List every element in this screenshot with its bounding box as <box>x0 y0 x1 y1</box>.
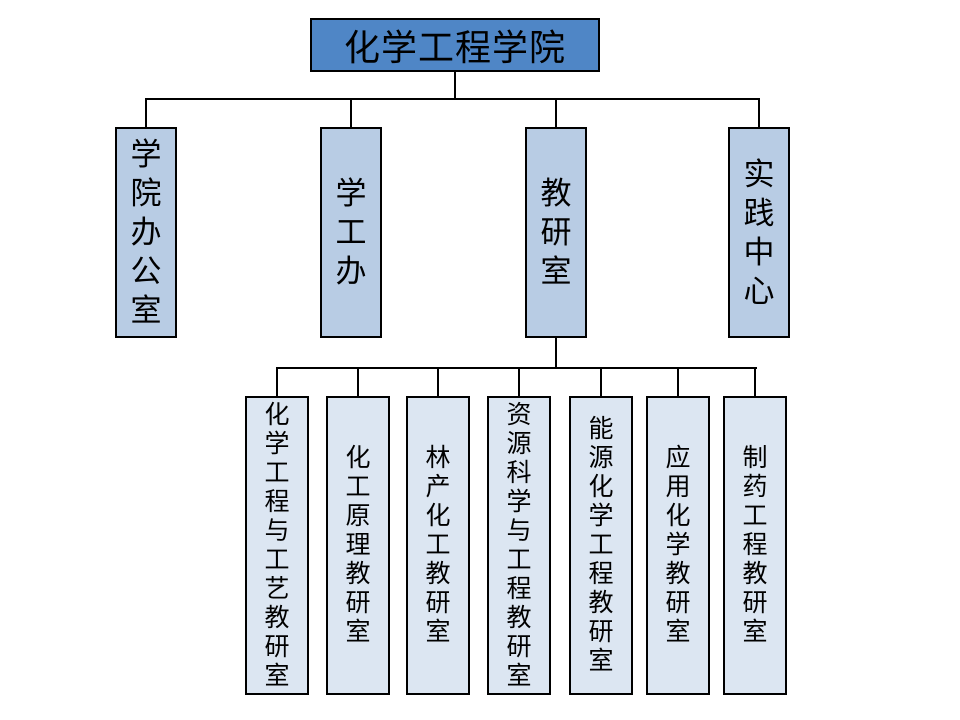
connector-level2-bus <box>144 97 761 101</box>
org-node-resource-science-engineering-office: 资源科学与工程教研室 <box>487 396 551 695</box>
org-node-chemical-engineering-technology-office: 化学工程与工艺教研室 <box>245 396 309 695</box>
connector-drop-student-affairs <box>349 97 353 128</box>
connector-drop-office-1 <box>275 366 279 398</box>
connector-drop-office-7 <box>753 366 757 398</box>
connector-drop-office-2 <box>356 366 360 398</box>
org-node-chemical-principles-office: 化工原理教研室 <box>326 396 390 695</box>
connector-drop-office-6 <box>676 366 680 398</box>
org-node-practice-center-label: 实践中心 <box>743 156 775 309</box>
connector-drop-office-4 <box>517 366 521 398</box>
connector-root-trunk <box>453 72 457 100</box>
connector-drop-teaching-research <box>554 97 558 128</box>
connector-teaching-research-trunk <box>554 336 558 369</box>
org-node-college: 化学工程学院 <box>310 18 600 72</box>
org-node-chemical-principles-office-label: 化工原理教研室 <box>345 445 371 646</box>
org-node-applied-chemistry-office-label: 应用化学教研室 <box>665 445 691 646</box>
org-node-forest-products-chemical-office: 林产化工教研室 <box>406 396 470 695</box>
org-node-teaching-research-section: 教研室 <box>525 127 587 338</box>
org-node-college-office: 学院办公室 <box>115 127 177 338</box>
org-node-energy-chemical-engineering-office-label: 能源化学工程教研室 <box>588 416 614 675</box>
org-node-energy-chemical-engineering-office: 能源化学工程教研室 <box>569 396 633 695</box>
org-node-student-affairs-office: 学工办 <box>320 127 382 338</box>
connector-level3-bus <box>275 366 758 370</box>
org-node-student-affairs-office-label: 学工办 <box>335 176 367 289</box>
connector-drop-office-5 <box>599 366 603 398</box>
org-node-practice-center: 实践中心 <box>728 127 790 338</box>
connector-drop-college-office <box>144 97 148 128</box>
org-node-chemical-engineering-technology-office-label: 化学工程与工艺教研室 <box>264 401 290 690</box>
org-node-teaching-research-section-label: 教研室 <box>540 176 572 289</box>
org-node-forest-products-chemical-office-label: 林产化工教研室 <box>425 445 451 646</box>
org-node-college-label: 化学工程学院 <box>343 28 566 68</box>
connector-drop-office-3 <box>436 366 440 398</box>
org-node-pharmaceutical-engineering-office: 制药工程教研室 <box>723 396 787 695</box>
org-node-pharmaceutical-engineering-office-label: 制药工程教研室 <box>742 445 768 646</box>
connector-drop-practice-center <box>757 97 761 128</box>
org-node-applied-chemistry-office: 应用化学教研室 <box>646 396 710 695</box>
org-node-college-office-label: 学院办公室 <box>130 137 162 328</box>
org-node-resource-science-engineering-office-label: 资源科学与工程教研室 <box>506 401 532 690</box>
